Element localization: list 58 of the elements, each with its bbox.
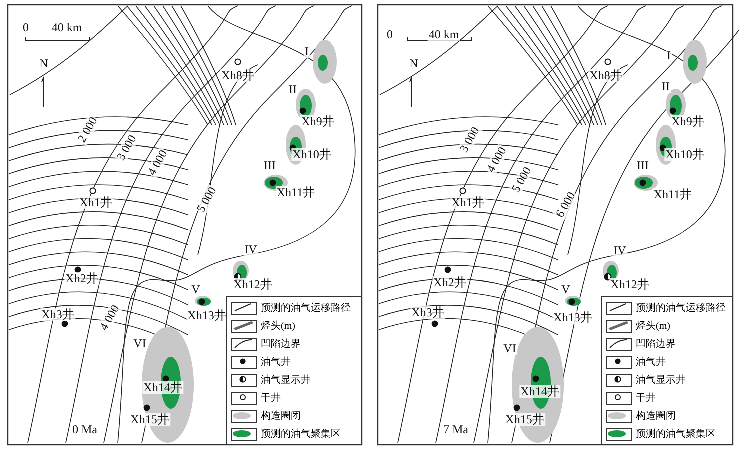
zone-number: V	[190, 284, 202, 296]
legend-text: 油气井	[261, 356, 291, 369]
legend-text: 干井	[636, 392, 656, 405]
well-name: Xh15井	[504, 414, 546, 426]
zone-number: IV	[612, 244, 628, 258]
scale-label: N	[38, 58, 50, 70]
zone-number: VI	[502, 342, 518, 356]
legend-text: 油气显示井	[636, 374, 686, 387]
well-name: Xh3井	[40, 308, 76, 322]
well-name: Xh1井	[450, 196, 486, 210]
well-name: Xh8井	[220, 70, 256, 82]
scale-label: 0	[22, 22, 30, 34]
legend-text: 预测的油气聚集区	[261, 428, 341, 441]
well-name: Xh2井	[432, 276, 468, 290]
well-name: Xh10井	[664, 148, 706, 162]
zone-number: VI	[132, 338, 148, 350]
well-name: Xh15井	[130, 414, 170, 426]
legend-text: 干井	[261, 392, 281, 405]
legend-text: 构造圈闭	[261, 410, 301, 423]
well-name: Xh11井	[276, 186, 316, 200]
well-name: Xh12井	[232, 278, 274, 292]
well-name: Xh9井	[670, 116, 706, 128]
zone-number: II	[661, 80, 671, 94]
legend-text: 油气井	[636, 356, 666, 369]
age-label: 7 Ma	[442, 424, 470, 436]
age-label: 0 Ma	[72, 424, 98, 436]
well-name: Xh8井	[588, 70, 624, 82]
legend-text: 烃头(m)	[261, 320, 296, 333]
well-name: Xh9井	[300, 116, 336, 128]
well-name: Xh14井	[142, 382, 184, 394]
legend-text: 油气显示井	[261, 374, 311, 387]
well-name: Xh2井	[64, 272, 100, 286]
well-name: Xh12井	[610, 278, 650, 292]
legend-text: 烃头(m)	[636, 320, 670, 333]
well-name: Xh10井	[292, 148, 332, 162]
well-name: Xh1井	[78, 196, 114, 210]
zone-number: II	[288, 84, 298, 96]
well-name: Xh11井	[652, 188, 694, 202]
scale-label: 40 km	[428, 28, 460, 42]
well-name: Xh3井	[410, 306, 446, 320]
legend-text: 预测的油气运移路径	[636, 302, 726, 315]
zone-number: III	[636, 160, 650, 172]
well-name: Xh13井	[186, 310, 228, 322]
well-name: Xh13井	[552, 312, 594, 324]
zone-number: I	[666, 50, 672, 62]
zone-number: IV	[244, 244, 258, 256]
scale-label: 40 km	[50, 22, 84, 34]
scale-label: 0	[386, 28, 394, 42]
legend-text: 构造圈闭	[636, 410, 676, 423]
scale-label: N	[408, 58, 420, 70]
legend-text: 预测的油气运移路径	[261, 302, 351, 315]
zone-number: I	[304, 46, 310, 58]
legend-text: 凹陷边界	[261, 338, 301, 351]
legend-text: 凹陷边界	[636, 338, 676, 351]
zone-number: III	[263, 160, 277, 172]
legend-text: 预测的油气聚集区	[636, 428, 716, 441]
well-name: Xh14井	[520, 386, 560, 398]
zone-number: V	[560, 284, 572, 296]
